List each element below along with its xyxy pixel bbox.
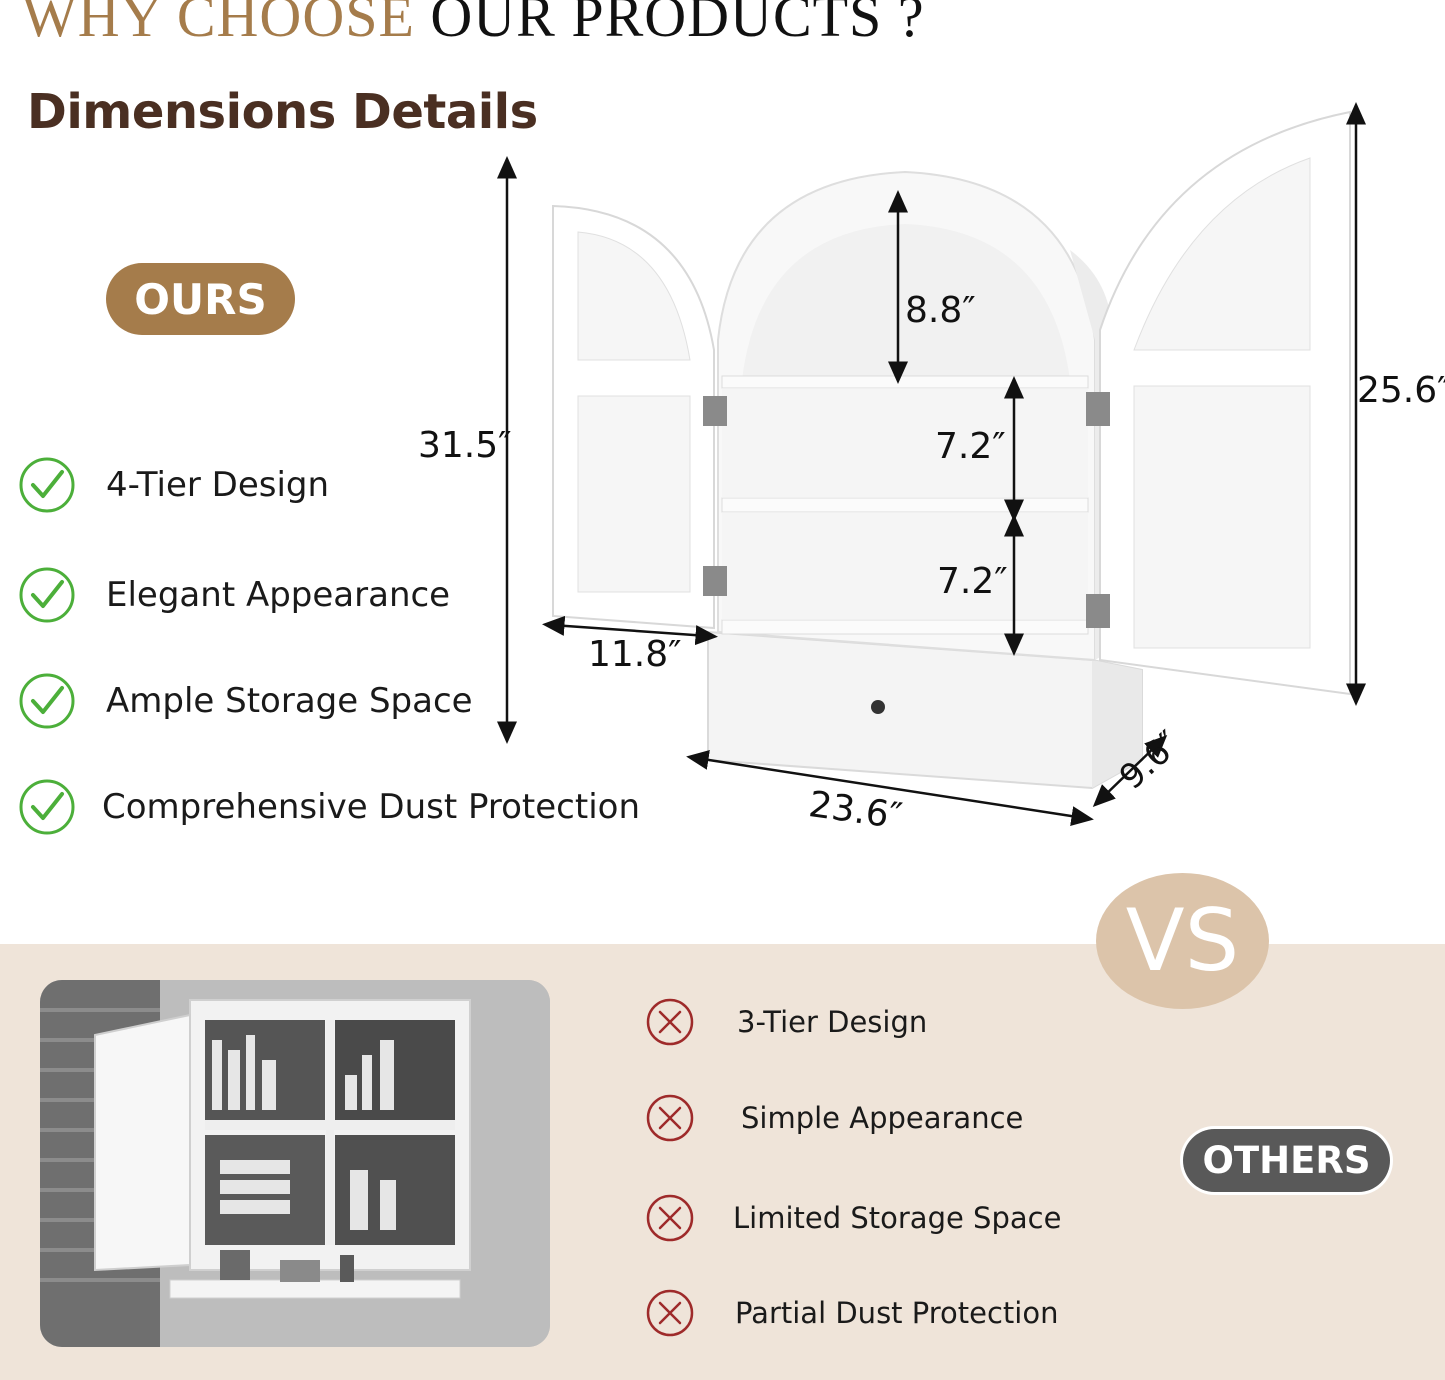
- shelf-middle: [721, 497, 1089, 513]
- others-feature-label: Partial Dust Protection: [735, 1296, 1059, 1330]
- others-feature-label: Limited Storage Space: [733, 1201, 1062, 1235]
- hinge: [703, 396, 727, 426]
- ours-feature-label: Comprehensive Dust Protection: [102, 787, 641, 827]
- competitor-cabinet-image: [40, 980, 550, 1347]
- check-circle-icon: [19, 567, 75, 623]
- hinge: [1086, 392, 1110, 426]
- others-feature-3: Limited Storage Space: [645, 1193, 1061, 1243]
- headline: WHY CHOOSE OUR PRODUCTS ?: [22, 0, 925, 46]
- dim-door-height: 25.6″: [1357, 370, 1445, 411]
- headline-part-2: OUR PRODUCTS ?: [430, 0, 925, 49]
- drawer-knob: [871, 700, 885, 714]
- dim-arch-height: 8.8″: [905, 290, 976, 331]
- check-circle-icon: [19, 457, 75, 513]
- cabinet-dimension-illustration: [497, 102, 1366, 826]
- competitor-door: [94, 1013, 191, 1272]
- section-subtitle: Dimensions Details: [27, 84, 538, 140]
- door-width-arrow: [542, 615, 718, 646]
- headline-part-1: WHY CHOOSE: [22, 0, 415, 49]
- cross-circle-icon: [646, 998, 694, 1046]
- dim-shelf-2: 7.2″: [937, 561, 1008, 602]
- shelf-top: [721, 375, 1089, 389]
- cross-circle-icon: [646, 1194, 694, 1242]
- others-feature-label: Simple Appearance: [741, 1101, 1024, 1135]
- dim-door-width: 11.8″: [588, 634, 682, 675]
- hinge: [703, 566, 727, 596]
- ours-feature-3: Ample Storage Space: [18, 672, 473, 730]
- ours-badge: OURS: [106, 263, 295, 335]
- width-arrow: [686, 750, 1094, 826]
- others-feature-2: Simple Appearance: [645, 1093, 1023, 1143]
- ours-feature-2: Elegant Appearance: [18, 566, 450, 624]
- shelf-bottom: [721, 619, 1089, 635]
- ours-feature-label: 4-Tier Design: [106, 465, 330, 505]
- check-circle-icon: [19, 673, 75, 729]
- check-circle-icon: [19, 779, 75, 835]
- depth-arrow: [1092, 735, 1168, 807]
- dim-total-height: 31.5″: [418, 425, 512, 466]
- ours-feature-label: Ample Storage Space: [106, 681, 473, 721]
- ours-feature-4: Comprehensive Dust Protection: [18, 778, 640, 836]
- others-feature-label: 3-Tier Design: [737, 1005, 928, 1039]
- others-feature-4: Partial Dust Protection: [645, 1288, 1058, 1338]
- competitor-product-photo: [40, 980, 550, 1347]
- dim-shelf-1: 7.2″: [935, 426, 1006, 467]
- hinge: [1086, 594, 1110, 628]
- ours-feature-1: 4-Tier Design: [18, 456, 329, 514]
- others-badge: OTHERS: [1183, 1129, 1390, 1192]
- others-feature-1: 3-Tier Design: [645, 997, 927, 1047]
- ours-feature-label: Elegant Appearance: [106, 575, 451, 615]
- cross-circle-icon: [646, 1094, 694, 1142]
- cross-circle-icon: [646, 1289, 694, 1337]
- vs-badge: VS: [1096, 873, 1269, 1009]
